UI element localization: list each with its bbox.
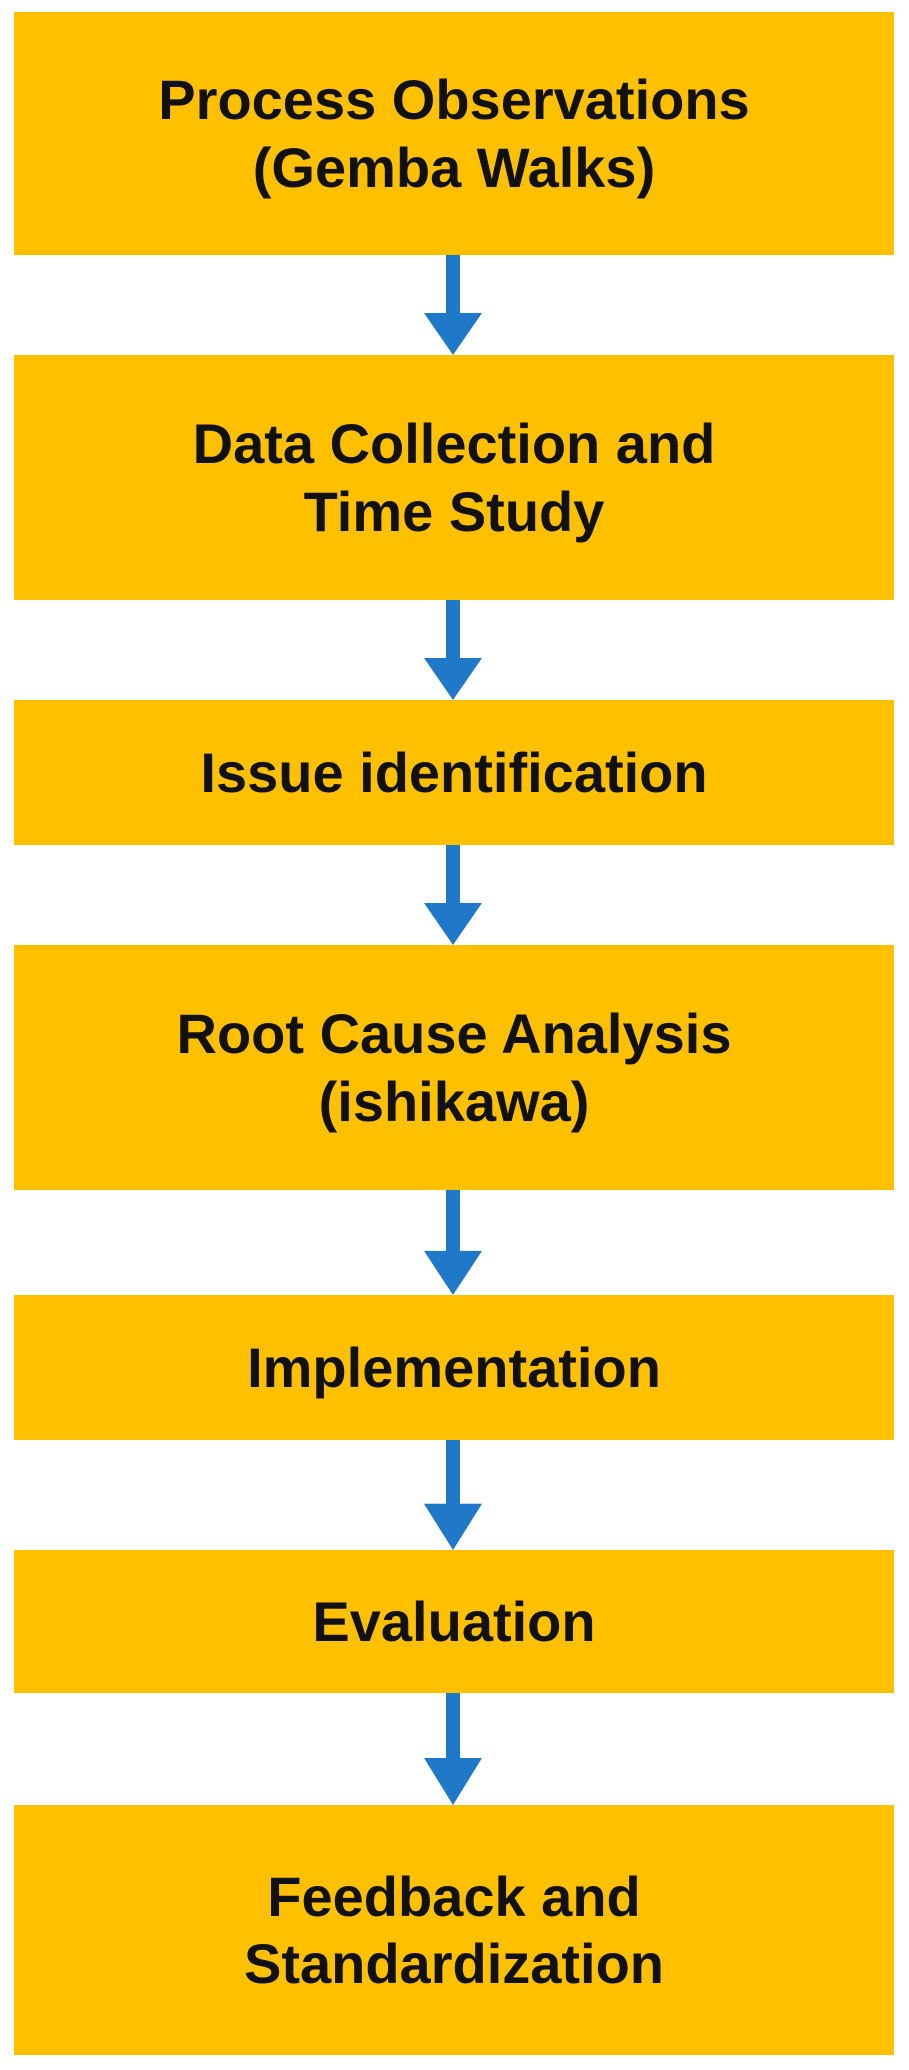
step-label-root-cause-analysis: Root Cause Analysis (ishikawa) bbox=[176, 1002, 732, 1133]
flow-arrow-6 bbox=[418, 1693, 488, 1805]
flow-arrow-5 bbox=[418, 1440, 488, 1550]
step-box-data-collection: Data Collection and Time Study bbox=[14, 355, 894, 600]
step-box-process-observations: Process Observations (Gemba Walks) bbox=[14, 12, 894, 255]
step-box-root-cause-analysis: Root Cause Analysis (ishikawa) bbox=[14, 945, 894, 1190]
step-box-feedback-standardization: Feedback and Standardization bbox=[14, 1805, 894, 2055]
step-box-implementation: Implementation bbox=[14, 1295, 894, 1440]
flow-arrow-1 bbox=[418, 255, 488, 355]
flow-arrow-3 bbox=[418, 845, 488, 945]
step-label-issue-identification: Issue identification bbox=[200, 740, 708, 804]
step-label-process-observations: Process Observations (Gemba Walks) bbox=[158, 68, 750, 199]
flow-arrow-2 bbox=[418, 600, 488, 700]
flow-arrow-4 bbox=[418, 1190, 488, 1295]
step-label-feedback-standardization: Feedback and Standardization bbox=[243, 1864, 665, 1995]
step-label-implementation: Implementation bbox=[247, 1335, 661, 1399]
step-box-evaluation: Evaluation bbox=[14, 1550, 894, 1693]
step-label-evaluation: Evaluation bbox=[312, 1589, 596, 1653]
step-box-issue-identification: Issue identification bbox=[14, 700, 894, 845]
step-label-data-collection: Data Collection and Time Study bbox=[192, 412, 716, 543]
